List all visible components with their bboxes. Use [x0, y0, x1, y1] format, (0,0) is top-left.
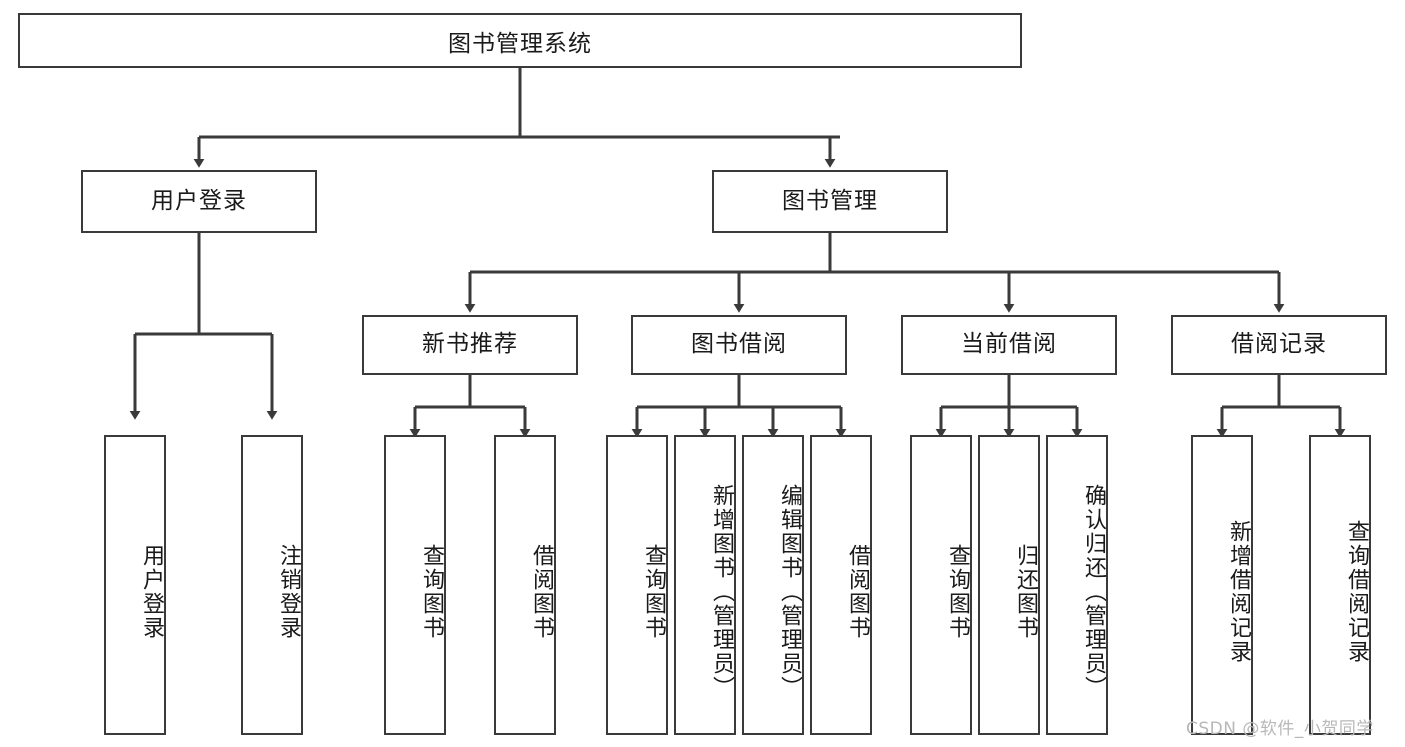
leaf-query-record[interactable]: 查询借阅记录 — [1309, 435, 1371, 735]
leaf-user-login[interactable]: 用户登录 — [104, 435, 166, 735]
leaf-query-book-3[interactable]: 查询图书 — [910, 435, 972, 735]
node-user-login[interactable]: 用户登录 — [81, 170, 317, 233]
leaf-user-login-label: 用户登录 — [139, 544, 164, 640]
node-current-borrow[interactable]: 当前借阅 — [901, 315, 1117, 375]
node-new-book-recommend[interactable]: 新书推荐 — [362, 315, 578, 375]
leaf-edit-book-label: 编辑图书（管理员） — [777, 484, 802, 700]
leaf-query-book-2-label: 查询图书 — [641, 544, 666, 640]
leaf-add-book-label: 新增图书（管理员） — [709, 484, 734, 700]
leaf-edit-book[interactable]: 编辑图书（管理员） — [742, 435, 804, 735]
node-new-book-recommend-label: 新书推荐 — [422, 331, 518, 358]
leaf-confirm-return-label: 确认归还（管理员） — [1081, 484, 1106, 700]
leaf-add-book[interactable]: 新增图书（管理员） — [674, 435, 736, 735]
leaf-borrow-book-2[interactable]: 借阅图书 — [810, 435, 872, 735]
leaf-query-book-3-label: 查询图书 — [945, 544, 970, 640]
node-book-management[interactable]: 图书管理 — [712, 170, 948, 233]
leaf-return-book[interactable]: 归还图书 — [978, 435, 1040, 735]
leaf-borrow-book-1-label: 借阅图书 — [529, 544, 554, 640]
node-book-borrow[interactable]: 图书借阅 — [631, 315, 847, 375]
node-root-label: 图书管理系统 — [448, 30, 592, 57]
leaf-query-book-2[interactable]: 查询图书 — [606, 435, 668, 735]
node-borrow-record-label: 借阅记录 — [1231, 331, 1327, 358]
leaf-query-record-label: 查询借阅记录 — [1344, 520, 1369, 664]
leaf-add-record-label: 新增借阅记录 — [1226, 520, 1251, 664]
leaf-borrow-book-2-label: 借阅图书 — [845, 544, 870, 640]
leaf-query-book-1-label: 查询图书 — [419, 544, 444, 640]
node-borrow-record[interactable]: 借阅记录 — [1171, 315, 1387, 375]
leaf-query-book-1[interactable]: 查询图书 — [384, 435, 446, 735]
leaf-user-logout[interactable]: 注销登录 — [241, 435, 303, 735]
node-book-management-label: 图书管理 — [782, 187, 878, 214]
leaf-confirm-return[interactable]: 确认归还（管理员） — [1046, 435, 1108, 735]
leaf-add-record[interactable]: 新增借阅记录 — [1191, 435, 1253, 735]
leaf-user-logout-label: 注销登录 — [276, 544, 301, 640]
leaf-borrow-book-1[interactable]: 借阅图书 — [494, 435, 556, 735]
node-book-borrow-label: 图书借阅 — [691, 331, 787, 358]
node-root[interactable]: 图书管理系统 — [18, 13, 1022, 68]
node-current-borrow-label: 当前借阅 — [961, 331, 1057, 358]
csdn-watermark: CSDN @软件_小贺同学 — [1186, 719, 1374, 739]
node-user-login-label: 用户登录 — [151, 187, 247, 214]
leaf-return-book-label: 归还图书 — [1013, 544, 1038, 640]
